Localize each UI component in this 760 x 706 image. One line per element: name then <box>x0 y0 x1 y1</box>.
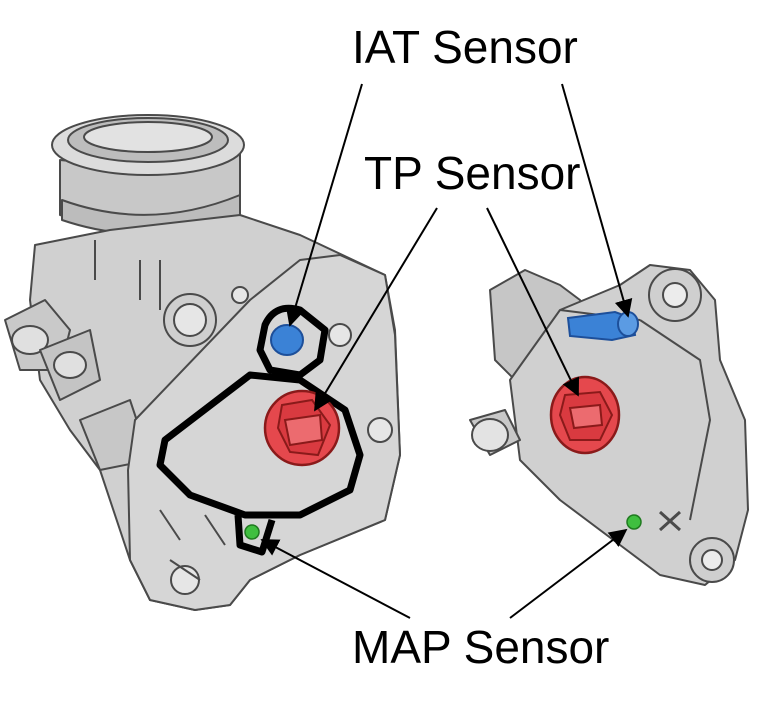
tp-leader-right <box>486 207 580 397</box>
map-leader-left <box>260 539 411 619</box>
tp-sensor-label: TP Sensor <box>364 147 581 199</box>
right-iat-sensor <box>566 310 639 342</box>
iat-leader-left <box>286 83 363 327</box>
tp-leader-left <box>314 207 438 412</box>
left-tp-sensor <box>263 389 341 467</box>
map-sensor-label: MAP Sensor <box>352 621 610 673</box>
left-map-sensor <box>244 524 260 540</box>
right-throttle-body <box>469 264 749 586</box>
iat-sensor-label: IAT Sensor <box>352 21 578 73</box>
leader-lines <box>260 83 633 619</box>
map-leader-right <box>509 528 628 619</box>
left-throttle-body <box>4 114 401 611</box>
left-iat-sensor <box>270 324 304 356</box>
right-map-sensor <box>626 514 642 530</box>
right-tp-sensor <box>549 375 621 455</box>
iat-leader-right <box>561 83 633 318</box>
